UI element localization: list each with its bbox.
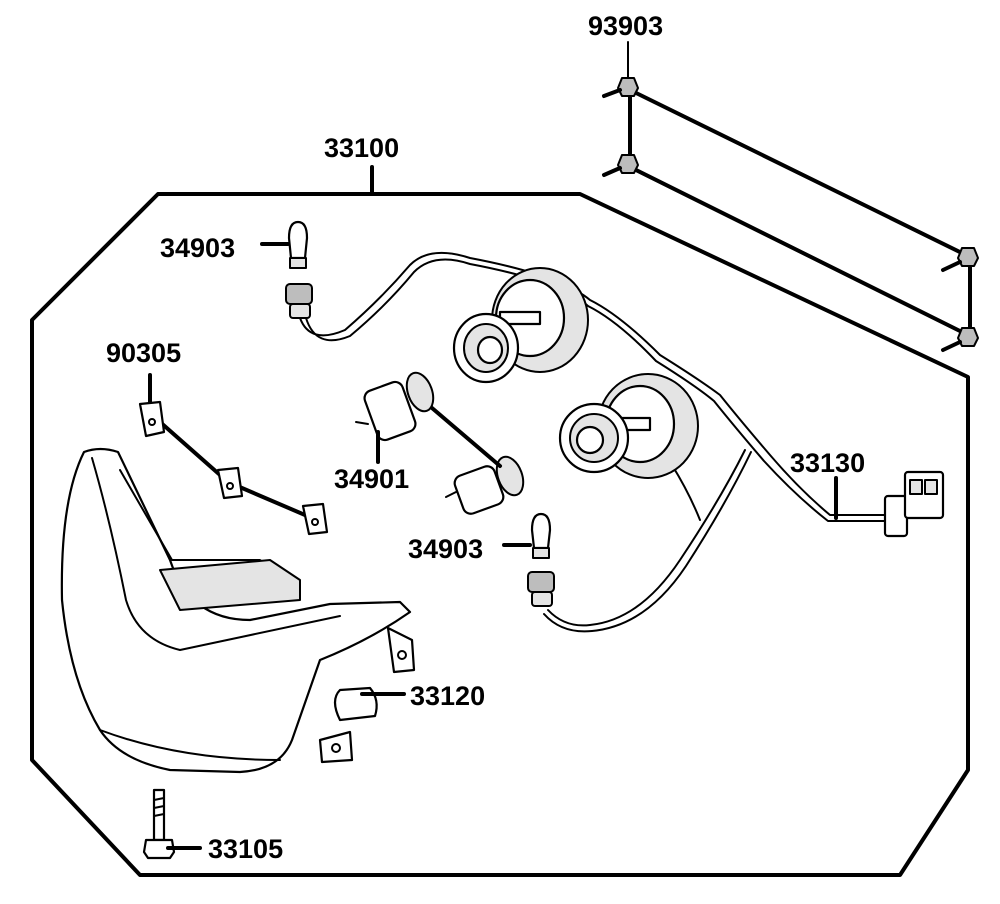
clip-icon bbox=[138, 400, 166, 438]
screw-icon bbox=[602, 154, 639, 177]
label-34903-bottom: 34903 bbox=[408, 534, 483, 564]
label-33130: 33130 bbox=[790, 448, 865, 478]
socket-top bbox=[285, 283, 313, 319]
label-90305: 90305 bbox=[106, 338, 181, 368]
label-93903: 93903 bbox=[588, 11, 663, 41]
assembly-boundary bbox=[30, 192, 970, 877]
label-34901: 34901 bbox=[334, 464, 409, 494]
screw-icon bbox=[941, 247, 979, 272]
headlight-housing-33120 bbox=[60, 447, 416, 774]
clip-icon bbox=[216, 466, 244, 500]
wiring-harness-33130 bbox=[299, 251, 891, 633]
clip-icon bbox=[301, 502, 329, 536]
label-33105: 33105 bbox=[208, 834, 283, 864]
socket-boot-lower bbox=[558, 373, 699, 479]
bolt-33105 bbox=[142, 788, 176, 860]
screw-icon bbox=[602, 77, 639, 98]
bulb-34901-a bbox=[355, 371, 435, 442]
label-34903-top: 34903 bbox=[160, 233, 235, 263]
connector-33130 bbox=[883, 470, 945, 538]
callout-line-34901-link bbox=[430, 406, 502, 468]
bulb-34903-top bbox=[287, 220, 309, 269]
screw-set-93903 bbox=[602, 41, 979, 352]
label-33100: 33100 bbox=[324, 133, 399, 163]
label-33120: 33120 bbox=[410, 681, 485, 711]
socket-boot-upper bbox=[452, 267, 589, 384]
clip-set-90305 bbox=[138, 373, 329, 536]
screw-icon bbox=[941, 327, 979, 352]
bulb-34903-bottom bbox=[530, 512, 552, 559]
bulb-34901-b bbox=[445, 455, 525, 515]
socket-bottom bbox=[527, 571, 555, 607]
